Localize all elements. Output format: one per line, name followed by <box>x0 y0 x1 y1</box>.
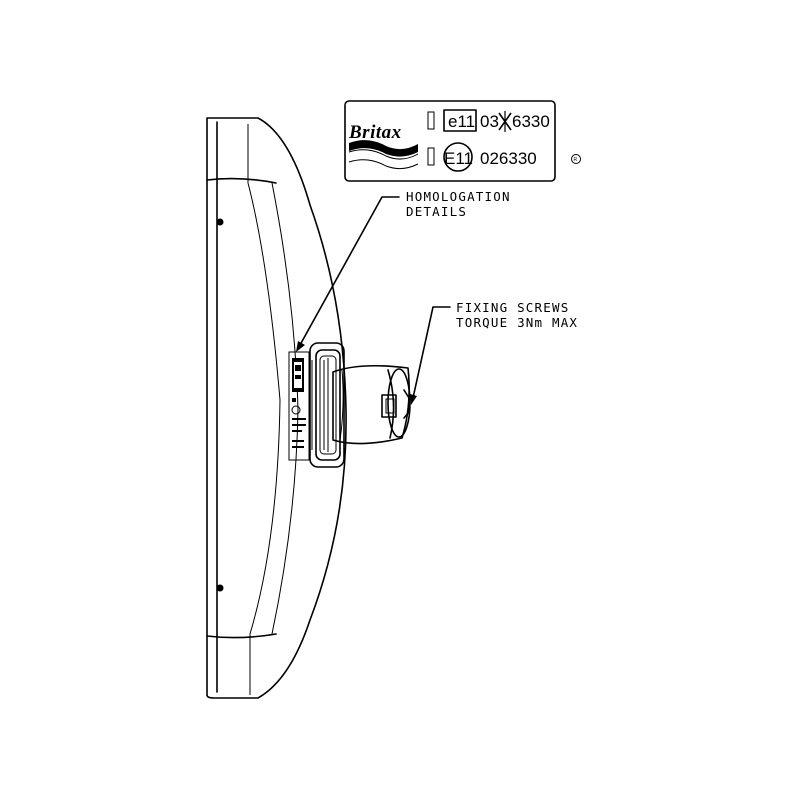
screw-upper <box>216 218 224 226</box>
plate-number-03: 03 <box>480 112 499 131</box>
plate-suffix-6330: 6330 <box>512 112 550 131</box>
homologation-label-line1: HOMOLOGATION <box>406 189 511 204</box>
fixing-screws-callout: FIXING SCREWS TORQUE 3Nm MAX <box>410 300 578 405</box>
plate-mark-e11: e11 <box>448 112 475 131</box>
mirror-body <box>206 117 347 699</box>
plate-mark-E11: E11 <box>444 149 473 168</box>
homologation-plate: Britax e11 03 6330 E11 026330 <box>344 100 556 182</box>
asterisk-icon <box>498 111 512 132</box>
fixing-label-line2: TORQUE 3Nm MAX <box>456 315 578 330</box>
plate-number-026330: 026330 <box>480 149 537 168</box>
mount-stem <box>332 364 411 445</box>
screw-lower <box>216 584 224 592</box>
arrowhead-icon <box>296 341 305 352</box>
homologation-label-line2: DETAILS <box>406 204 467 219</box>
svg-text:R: R <box>574 157 578 163</box>
mount-base <box>309 342 345 468</box>
plate-brand: Britax <box>348 122 402 143</box>
registered-trademark-icon: R <box>571 154 581 164</box>
arrowhead-icon <box>410 394 417 405</box>
fixing-label-line1: FIXING SCREWS <box>456 300 569 315</box>
housing-label <box>288 351 310 461</box>
homologation-callout: HOMOLOGATION DETAILS <box>296 189 511 352</box>
